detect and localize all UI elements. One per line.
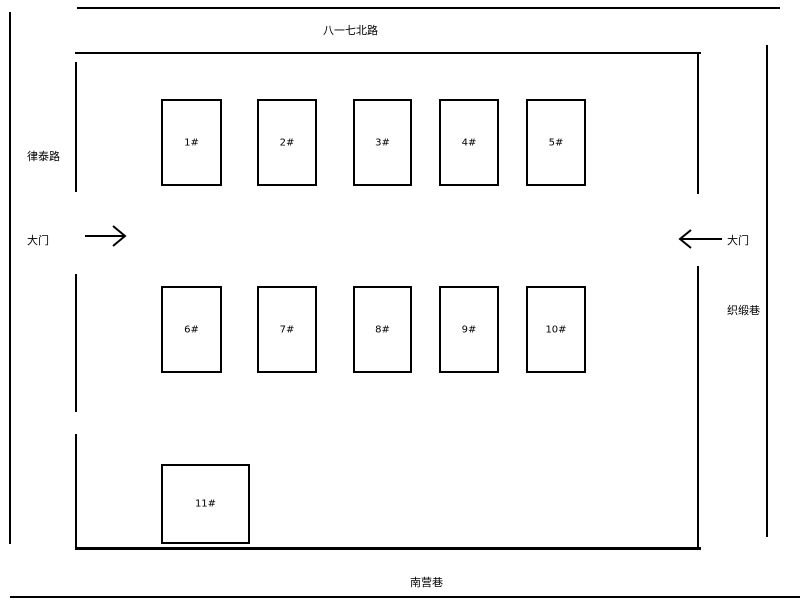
south-road-line: [10, 596, 800, 598]
north-road-label: 八一七北路: [323, 24, 378, 37]
building-8: 8#: [353, 286, 412, 373]
site-boundary-east-lower: [697, 266, 699, 550]
building-4: 4#: [439, 99, 499, 186]
building-label: 1#: [184, 137, 199, 148]
building-label: 6#: [184, 324, 199, 335]
building-3: 3#: [353, 99, 412, 186]
building-label: 7#: [279, 324, 295, 335]
east-gate-arrow-icon: [678, 229, 722, 249]
building-label: 5#: [548, 137, 564, 148]
building-10: 10#: [526, 286, 586, 373]
building-9: 9#: [439, 286, 499, 373]
east-road-label: 织缎巷: [727, 304, 760, 317]
site-boundary-west-upper: [75, 62, 77, 192]
site-boundary-top: [75, 52, 701, 54]
building-6: 6#: [161, 286, 222, 373]
north-road-line: [77, 7, 780, 9]
site-boundary-bottom: [75, 547, 701, 550]
west-gate-arrow-icon: [85, 225, 127, 247]
south-road-label: 南营巷: [410, 576, 443, 589]
building-label: 10#: [545, 324, 567, 335]
west-road-line: [9, 12, 11, 544]
building-label: 3#: [375, 137, 390, 148]
building-label: 2#: [279, 137, 295, 148]
west-gate-label: 大门: [27, 234, 49, 247]
east-road-line: [766, 45, 768, 537]
site-boundary-west-bottom: [75, 434, 77, 547]
west-road-label: 律泰路: [27, 150, 60, 163]
building-2: 2#: [257, 99, 317, 186]
building-1: 1#: [161, 99, 222, 186]
building-label: 9#: [461, 324, 477, 335]
building-label: 11#: [194, 498, 217, 510]
site-boundary-east-upper: [697, 54, 699, 194]
east-gate-label: 大门: [727, 234, 749, 247]
building-label: 4#: [461, 137, 477, 148]
building-5: 5#: [526, 99, 586, 186]
building-7: 7#: [257, 286, 317, 373]
building-label: 8#: [375, 324, 390, 335]
building-11: 11#: [161, 464, 250, 544]
site-boundary-west-lower: [75, 274, 77, 412]
